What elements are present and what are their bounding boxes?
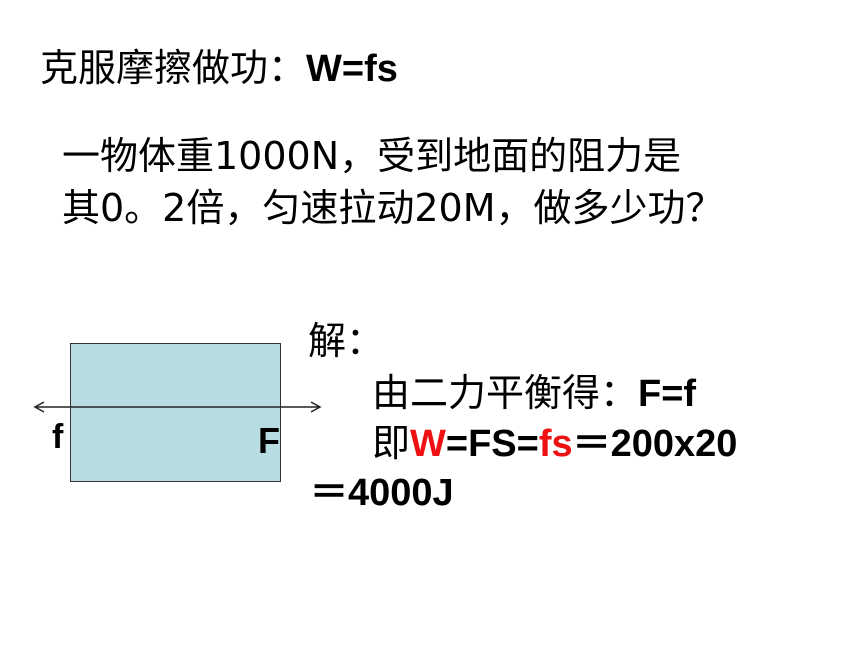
slide-title: 克服摩擦做功：W=fs xyxy=(40,44,398,93)
object-box xyxy=(70,343,281,482)
solution-line-1-text: 由二力平衡得： xyxy=(372,371,639,415)
solution-line-2-rest: ＝200x20 xyxy=(572,423,738,465)
solution-label: 解： xyxy=(308,319,385,363)
problem-statement: 一物体重1000N，受到地面的阻力是 其0。2倍，匀速拉动20M，做多少功？ xyxy=(62,130,724,234)
solution-result: ＝4000J xyxy=(310,472,454,514)
solution-line-2-prefix: 即 xyxy=(372,421,411,465)
force-arrow-line xyxy=(33,401,322,413)
solution-line-1: 由二力平衡得：F=f xyxy=(372,368,696,419)
problem-line-2: 其0。2倍，匀速拉动20M，做多少功？ xyxy=(62,186,724,230)
left-arrowhead-icon xyxy=(33,401,45,413)
title-text: 克服摩擦做功： xyxy=(40,46,307,90)
fs-term: fs xyxy=(538,423,573,465)
friction-label: f xyxy=(52,418,64,456)
title-formula: W=fs xyxy=(306,48,398,90)
pull-force-label: F xyxy=(258,420,280,461)
solution-line-2: 即W=FS=fs＝200x20 xyxy=(372,418,737,469)
work-symbol: W xyxy=(410,423,446,465)
solution-line-2-mid: =FS= xyxy=(445,423,539,465)
solution-line-1-eq: F=f xyxy=(638,373,697,415)
right-arrowhead-icon xyxy=(310,401,322,413)
problem-line-1: 一物体重1000N，受到地面的阻力是 xyxy=(62,134,682,178)
